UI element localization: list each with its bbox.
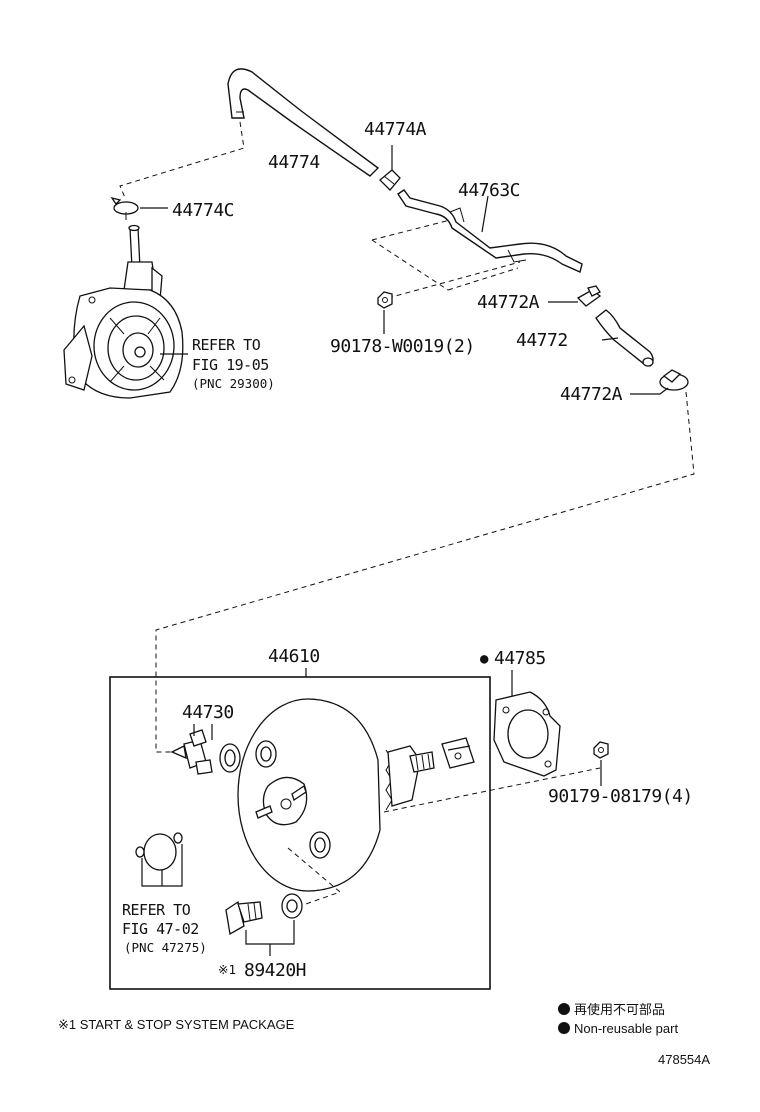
label-44785: 44785 [494,648,546,669]
gasket-44785[interactable] [493,691,561,777]
label-90179: 90179-08179(4) [548,786,693,807]
seal-rings[interactable] [135,832,183,871]
asterisk-mark: ※1 [218,962,236,977]
label-44774A: 44774A [364,119,427,140]
pushrod-clevis[interactable] [441,737,475,769]
hose-44774-guide [119,121,245,201]
ref-seals-line1: REFER TO [122,901,191,919]
legend-en: Non-reusable part [574,1021,678,1036]
nut-90178[interactable] [377,291,393,309]
label-44772A-bottom: 44772A [560,384,623,405]
clamp-44774A[interactable] [379,169,401,191]
label-44772: 44772 [516,330,568,351]
label-44774: 44774 [268,152,320,173]
pipe-bracket-guides [371,219,521,299]
label-44610: 44610 [268,646,320,667]
booster-stud-guide [383,767,601,813]
ref-seals-pnc: (PNC 47275) [124,940,207,955]
pipe-44763C[interactable] [397,189,583,273]
nut-90179[interactable] [593,741,609,759]
clamp-44774C[interactable] [110,196,139,220]
legend-dot-jp [558,1003,570,1015]
grommet-44730[interactable] [219,743,241,773]
footnote: ※1 START & STOP SYSTEM PACKAGE [58,1017,295,1032]
legend-jp: 再使用不可部品 [574,1002,665,1017]
vacuum-sensor-89420H[interactable] [225,893,303,936]
ref-vacuum-pump-line1: REFER TO [192,336,261,354]
ref-vacuum-pump-pnc: (PNC 29300) [192,376,275,391]
vacuum-pump[interactable] [63,224,184,399]
check-valve-44730[interactable] [170,729,213,775]
ref-vacuum-pump-line2: FIG 19-05 [192,356,269,374]
label-44772A-top: 44772A [477,292,540,313]
label-44763C: 44763C [458,180,520,201]
booster-sensor-guide [287,847,341,905]
label-89420H: 89420H [244,960,306,981]
hose-44774[interactable] [227,68,380,177]
diagram-id: 478554A [658,1052,710,1067]
ref-seals-line2: FIG 47-02 [122,920,199,938]
hose-44772[interactable] [595,309,654,367]
non-reusable-mark-44785: ● [480,651,489,667]
brake-booster-body[interactable] [237,698,435,892]
booster-assembly-box [109,676,491,990]
hose-route-guide [155,391,695,753]
label-90178: 90178-W0019(2) [330,336,475,357]
legend-dot-en [558,1022,570,1034]
clamp-44772A-bottom[interactable] [659,369,689,391]
clamp-44772A-top[interactable] [576,285,602,307]
label-44730: 44730 [182,702,234,723]
label-44774C: 44774C [172,200,234,221]
